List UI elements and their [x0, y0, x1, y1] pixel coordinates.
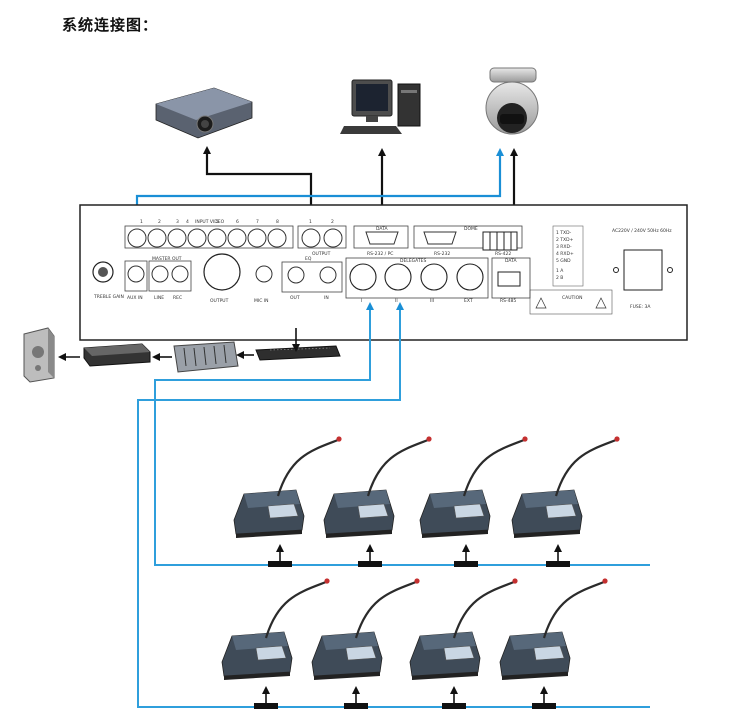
power-label: AC220V / 240V 50Hz 60Hz: [612, 228, 672, 234]
output-number: 1: [309, 219, 312, 225]
rs422-pin: 1 TXD-: [556, 230, 572, 236]
rs422-pin-table: 1 TXD- 2 TXD+ 3 RXD- 4 RXD+ 5 GND 1 A 2 …: [552, 225, 584, 287]
rs485-pin: 2 B: [556, 275, 563, 281]
rs422-pin: 5 GND: [556, 258, 571, 264]
rs422-label: RS-422: [495, 251, 511, 257]
dome-camera-icon: [485, 67, 539, 135]
equalizer-icon: [255, 345, 341, 361]
input-video-ports: 1 2 3 4 5 6 7 8: [127, 219, 287, 248]
eq-label: EQ: [305, 256, 312, 262]
treble-gain-label: TREBLE GAIN: [93, 294, 124, 300]
conference-unit-icon: [310, 577, 421, 709]
data2-label: DATA: [505, 258, 518, 264]
delegate-port-label: EXT: [464, 298, 473, 304]
input-number: 5: [216, 219, 219, 225]
input-video-label: INPUT VIDEO: [195, 219, 225, 225]
data-label: DATA: [376, 226, 389, 232]
delegate-port-label: II: [395, 298, 398, 304]
rs232-pc-label: RS-232 / PC: [367, 251, 393, 257]
input-number: 2: [158, 219, 161, 225]
caution-label: CAUTION: [562, 295, 583, 301]
conference-unit-icon: [232, 435, 343, 567]
dome-label: DOME: [464, 226, 478, 232]
output2-label: OUTPUT: [210, 298, 229, 304]
input-number: 4: [186, 219, 189, 225]
rs422-pin: 4 RXD+: [556, 251, 574, 257]
input-number: 7: [256, 219, 259, 225]
speaker-icon: [23, 327, 55, 383]
input-number: 1: [140, 219, 143, 225]
mixer-icon: [173, 341, 239, 373]
projector-icon: [155, 87, 253, 139]
conference-unit-icon: [510, 435, 621, 567]
rs485-pin: 1 A: [556, 268, 564, 274]
line-label: LINE: [154, 295, 164, 301]
input-number: 8: [276, 219, 279, 225]
delegate-port-label: I: [361, 298, 362, 304]
delegates-label: DELEGATES: [400, 258, 426, 264]
aux-in-label: AUX IN: [127, 295, 143, 301]
rs422-pin: 2 TXD+: [556, 237, 574, 243]
input-number: 3: [176, 219, 179, 225]
output-number: 2: [331, 219, 334, 225]
rs485-label: RS-485: [500, 298, 516, 304]
diagram-title: 系统连接图：: [62, 16, 159, 34]
output-label: OUTPUT: [312, 251, 331, 257]
eq-in-label: IN: [324, 295, 329, 301]
computer-icon: [340, 79, 421, 134]
input-number: 6: [236, 219, 239, 225]
rec-label: REC: [173, 295, 182, 301]
conference-unit-icon: [408, 577, 519, 709]
eq-out-label: OUT: [290, 295, 300, 301]
mic-in-label: MIC IN: [254, 298, 268, 304]
conference-unit-icon: [418, 435, 529, 567]
dome-terminal-block: [482, 231, 518, 251]
rear-panel: INPUT VIDEO 1 2 3 4 5 6 7 8 1 2 OUTPUT D…: [79, 204, 688, 341]
conference-unit-icon: [322, 435, 433, 567]
fuse-label: FUSE: 3A: [630, 304, 651, 310]
conference-unit-icon: [498, 577, 609, 709]
rs232-label: RS-232: [434, 251, 450, 257]
amplifier-icon: [83, 343, 151, 367]
conference-unit-icon: [220, 577, 331, 709]
master-out-label: MASTER OUT: [152, 256, 182, 262]
delegate-port-label: III: [430, 298, 434, 304]
rs422-pin: 3 RXD-: [556, 244, 572, 250]
